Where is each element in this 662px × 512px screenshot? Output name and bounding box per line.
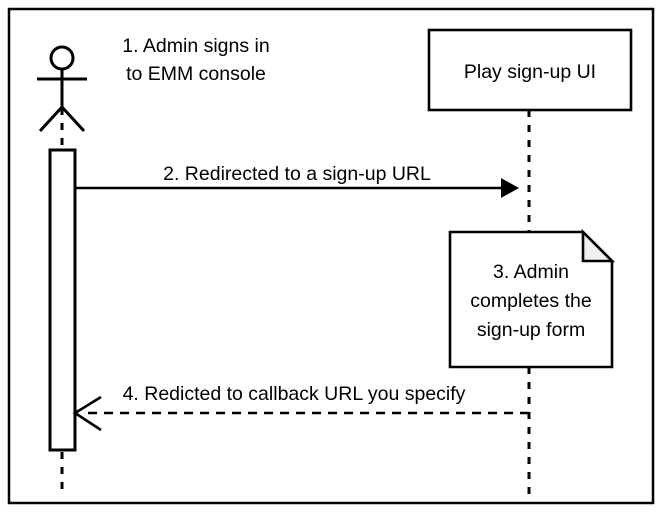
actor-admin[interactable] (37, 45, 87, 133)
note-step-3[interactable]: 3. Admin completes the sign-up form (448, 228, 616, 369)
note-step-3-fold-corner (581, 228, 616, 263)
message-step-2-label: 2. Redirected to a sign-up URL (163, 163, 431, 185)
diagram-frame (7, 7, 655, 505)
participant-play-signup-ui[interactable]: Play sign-up UI (427, 28, 633, 112)
participant-box-label: Play sign-up UI (464, 61, 596, 83)
note-step-3-line-2: completes the (470, 290, 591, 312)
message-step-4-arrowhead (72, 395, 102, 432)
actor-head-icon (49, 45, 75, 71)
message-step-2-arrowhead (501, 178, 519, 198)
message-step-4-label: 4. Redicted to callback URL you specify (123, 383, 466, 405)
actor-leg-right-icon (60, 105, 86, 133)
annotation-step-1-line-1: 1. Admin signs in (122, 35, 269, 57)
actor-leg-left-icon (38, 105, 64, 133)
note-step-3-line-3: sign-up form (477, 319, 585, 341)
note-step-3-shape[interactable] (448, 230, 614, 369)
message-step-4[interactable]: 4. Redicted to callback URL you specify (72, 383, 529, 432)
actor-activation-bar[interactable] (48, 148, 77, 452)
participant-box[interactable] (427, 28, 633, 112)
annotation-step-1: 1. Admin signs in to EMM console (122, 35, 269, 85)
note-step-3-line-1: 3. Admin (493, 261, 569, 283)
annotation-step-1-line-2: to EMM console (126, 63, 266, 85)
message-step-2[interactable]: 2. Redirected to a sign-up URL (75, 163, 519, 198)
